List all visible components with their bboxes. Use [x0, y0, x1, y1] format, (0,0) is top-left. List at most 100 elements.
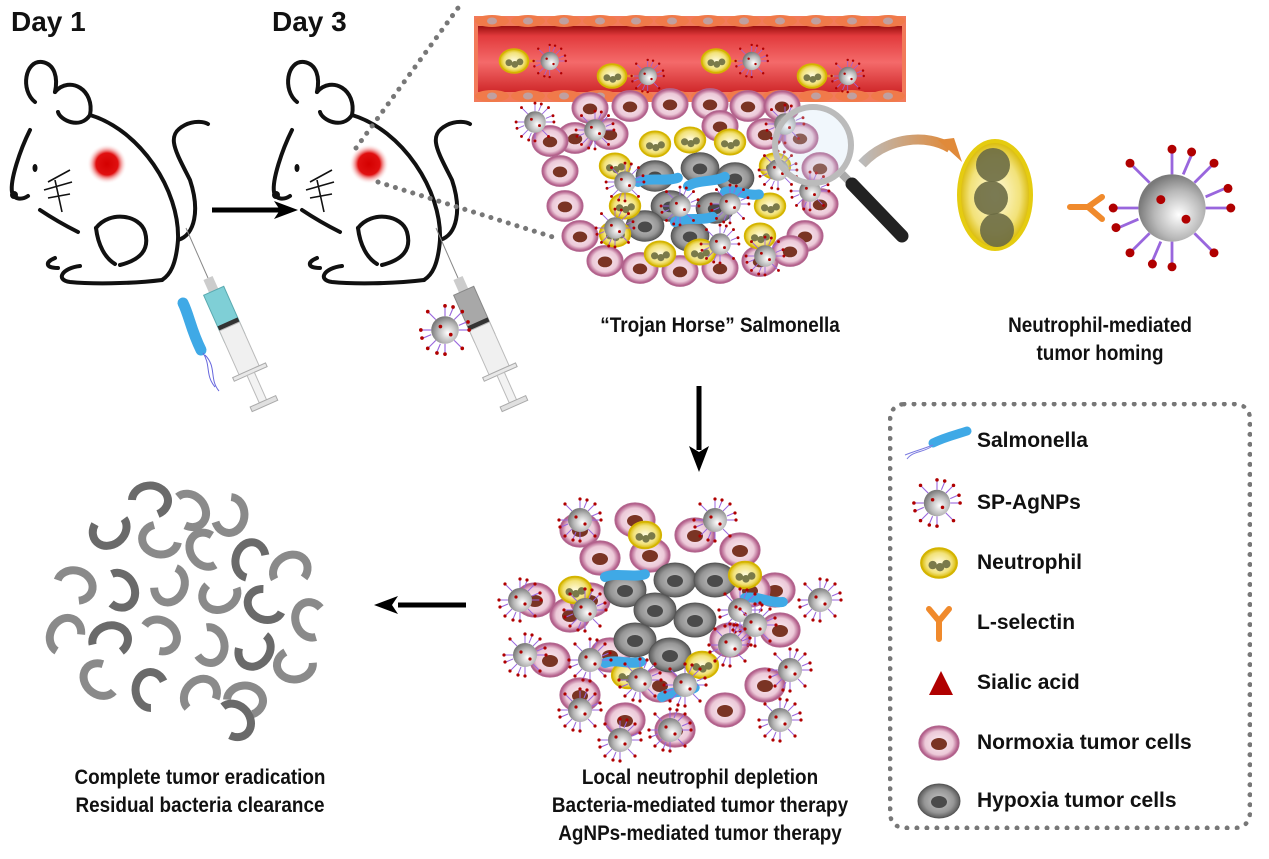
normoxia-tumor-cell	[611, 90, 649, 122]
dead-tumor-cell-fragment	[194, 623, 229, 667]
salmonella-injected-icon	[177, 297, 220, 392]
l-selectin-large-icon	[1067, 194, 1105, 222]
dead-tumor-cell-fragment	[185, 528, 218, 571]
homing-caption: Neutrophil-mediated tumor homing	[938, 312, 1262, 368]
sp-agnp	[616, 656, 664, 704]
neutrophil-cell	[673, 126, 707, 154]
dead-tumor-cell-fragment	[211, 493, 249, 537]
sp-agnp	[594, 207, 636, 249]
dead-tumor-cell-fragment	[175, 489, 210, 532]
sp-agnp	[661, 661, 709, 709]
sp-agnp	[556, 686, 604, 734]
normoxia-tumor-cell	[546, 190, 584, 222]
salmonella-icon	[600, 569, 650, 582]
eradicated-tumor-illustration	[45, 481, 324, 742]
sp-agnp	[756, 696, 804, 744]
dead-tumor-cell-fragment	[220, 699, 255, 742]
salmonella-icon	[904, 426, 972, 460]
neutrophil-icon	[920, 547, 958, 579]
day1-label: Day 1	[11, 6, 86, 37]
legend-label: Sialic acid	[977, 671, 1080, 694]
dead-tumor-cell-fragment	[79, 659, 117, 700]
sp-agnp	[766, 646, 814, 694]
endothelial-nucleus	[811, 17, 821, 25]
curved-arrow-icon	[858, 134, 962, 168]
dead-tumor-cell-fragment	[131, 668, 168, 712]
trojan-horse-caption-text: “Trojan Horse” Salmonella	[600, 314, 840, 337]
sp-agnp	[596, 716, 644, 764]
sp-agnp	[604, 161, 646, 203]
endothelial-nucleus	[559, 17, 569, 25]
endothelial-nucleus	[811, 92, 821, 100]
dead-tumor-cell-fragment	[273, 648, 317, 684]
tumor-spot-icon	[349, 144, 389, 184]
endothelial-nucleus	[739, 17, 749, 25]
sp-agnp	[646, 706, 694, 754]
sialic-acid-icon	[929, 671, 953, 695]
legend-label: Hypoxia tumor cells	[977, 789, 1177, 812]
normoxia-tumor-cell	[541, 155, 579, 187]
salmonella-icon	[683, 171, 730, 191]
dead-tumor-cell-fragment	[223, 681, 267, 718]
dead-tumor-cell-fragment	[128, 481, 172, 518]
normoxia-tumor-cell	[729, 90, 767, 122]
sp-agnp	[561, 586, 609, 634]
normoxia-tumor-cell	[579, 540, 621, 576]
dead-tumor-cell-fragment	[234, 632, 275, 671]
sp-agnp	[796, 576, 844, 624]
endothelial-nucleus	[847, 17, 857, 25]
legend-item-normoxia: Normoxia tumor cells	[893, 723, 1192, 763]
sp-agnp	[514, 101, 556, 143]
therapy-caption: Local neutrophil depletion Bacteria-medi…	[538, 764, 862, 848]
endothelial-nucleus	[487, 17, 497, 25]
legend-item-neutrophil: Neutrophil	[893, 543, 1082, 583]
endothelial-nucleus	[703, 17, 713, 25]
eradication-caption: Complete tumor eradication Residual bact…	[38, 764, 362, 820]
dead-tumor-cell-fragment	[108, 568, 140, 612]
endothelial-nucleus	[523, 17, 533, 25]
sp-agnp-large-illustration	[1107, 143, 1237, 273]
salmonella-icon	[720, 186, 764, 200]
sp-agnp	[691, 496, 739, 544]
dead-tumor-cell-fragment	[179, 674, 221, 711]
tumor-trojan-horse-illustration	[514, 88, 839, 287]
sp-agnp	[659, 185, 701, 227]
normoxia-tumor-cell	[704, 692, 746, 728]
therapy-caption-line3: AgNPs-mediated tumor therapy	[558, 822, 842, 845]
neutrophil-cell	[638, 130, 672, 158]
dead-tumor-cell-fragment	[150, 564, 189, 607]
endothelial-nucleus	[775, 17, 785, 25]
endothelial-nucleus	[595, 17, 605, 25]
salmonella-icon	[740, 592, 788, 608]
legend-label: Neutrophil	[977, 551, 1082, 574]
mouse-day1-illustration	[8, 59, 210, 286]
neutrophil-agnp-pair	[596, 58, 666, 94]
eradication-caption-line1: Complete tumor eradication	[74, 766, 326, 789]
sp-agnp	[709, 183, 751, 225]
neutrophil-cell	[627, 520, 663, 550]
legend-label: Salmonella	[977, 429, 1088, 452]
endothelial-nucleus	[847, 92, 857, 100]
salmonella-icon	[633, 172, 683, 187]
neutrophil-agnp-pair	[700, 43, 770, 79]
dead-tumor-cell-fragment	[231, 538, 270, 582]
arrow-right-icon	[212, 201, 298, 219]
normoxia-tumor-cell	[561, 220, 599, 252]
blood-vessel-illustration: /* static */	[474, 15, 906, 102]
hypoxia-tumor-cell	[673, 602, 717, 638]
normoxia-tumor-cell	[651, 88, 689, 120]
normoxia-cell-icon	[918, 725, 960, 761]
homing-caption-line1: Neutrophil-mediated	[1008, 314, 1192, 337]
dead-tumor-cell-fragment	[291, 598, 324, 642]
neutrophil-cell	[727, 560, 763, 590]
syringe-agnps-illustration	[435, 227, 529, 413]
trojan-horse-caption: “Trojan Horse” Salmonella	[558, 312, 882, 340]
normoxia-tumor-cell	[529, 642, 571, 678]
salmonella-icon	[600, 656, 646, 668]
legend-item-salmonella: Salmonella	[893, 421, 1088, 461]
sp-agnp	[496, 576, 544, 624]
legend-item-sp-agnps: SP-AgNPs	[893, 477, 1081, 529]
arrow-down-icon	[689, 386, 709, 472]
sp-agnp	[501, 631, 549, 679]
dead-tumor-cell-fragment	[138, 521, 182, 559]
